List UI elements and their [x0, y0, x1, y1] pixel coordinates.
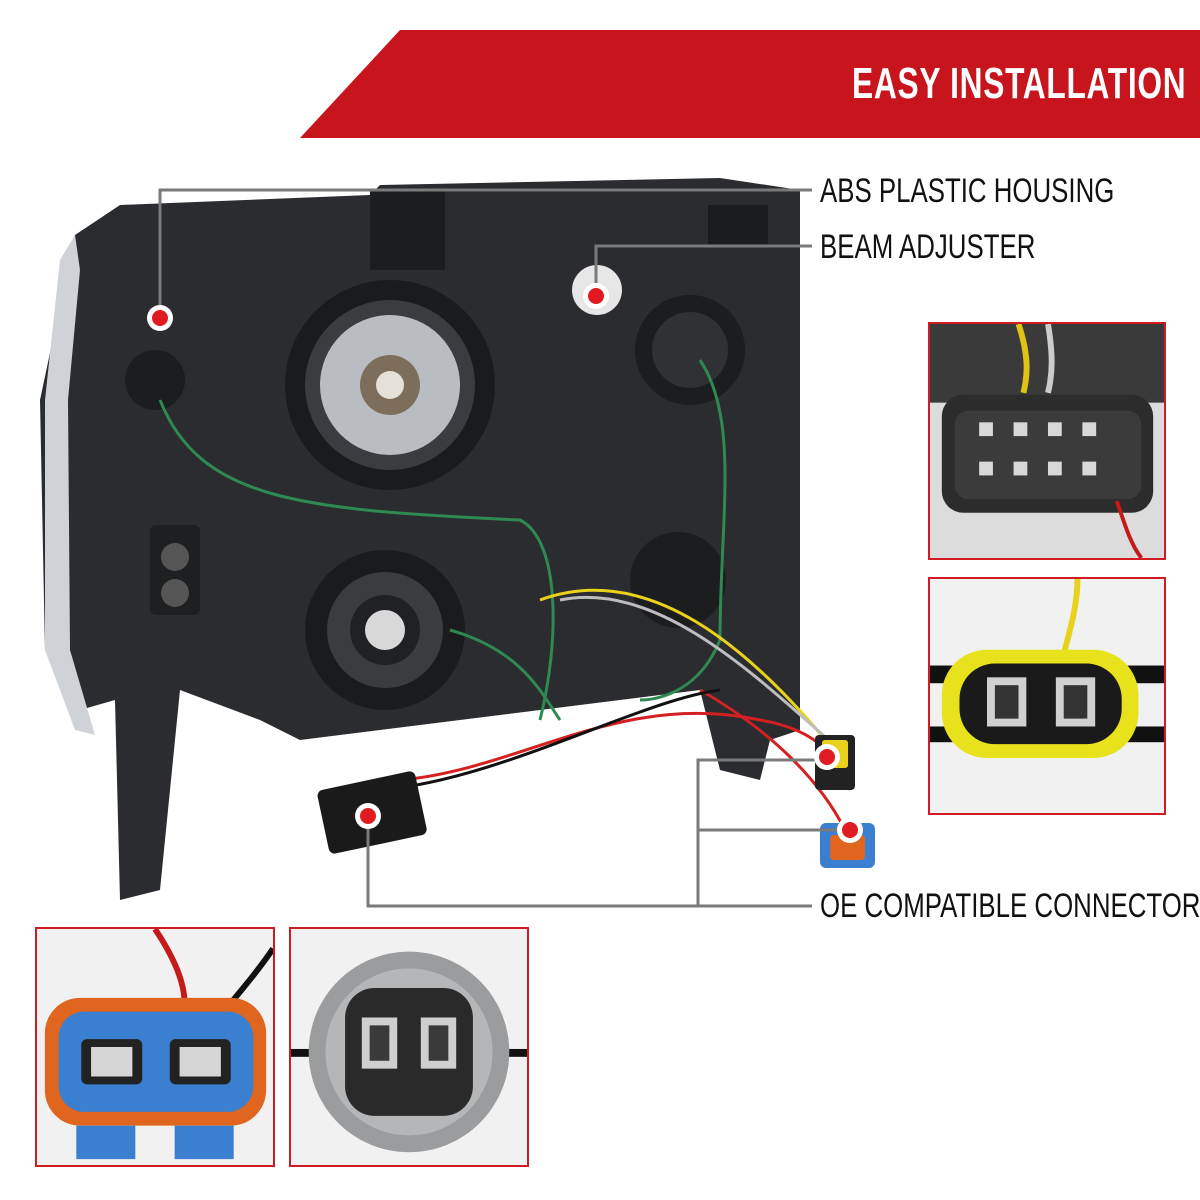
callout-beam-adjuster: BEAM ADJUSTER	[820, 228, 1036, 266]
banner-title: EASY INSTALLATION	[851, 59, 1186, 108]
headlight-housing	[40, 178, 800, 900]
marker-dot-icon	[837, 817, 863, 843]
marker-dot-icon	[583, 283, 609, 309]
leader-lines	[158, 188, 850, 908]
harness-connectors	[317, 735, 875, 868]
marker-dot-icon	[355, 803, 381, 829]
inset-yellow-connector	[928, 577, 1166, 815]
marker-dots	[147, 283, 863, 843]
marker-dot-icon	[147, 305, 173, 331]
callout-abs-plastic-housing: ABS PLASTIC HOUSING	[820, 172, 1115, 210]
inset-round-socket	[289, 927, 529, 1167]
marker-dot-icon	[814, 744, 840, 770]
header-banner: EASY INSTALLATION	[300, 30, 1200, 138]
callout-oe-compatible-connectors: OE COMPATIBLE CONNECTORS	[820, 887, 1200, 925]
inset-8-pin-connector	[928, 322, 1166, 560]
inset-orange-connector	[35, 927, 275, 1167]
